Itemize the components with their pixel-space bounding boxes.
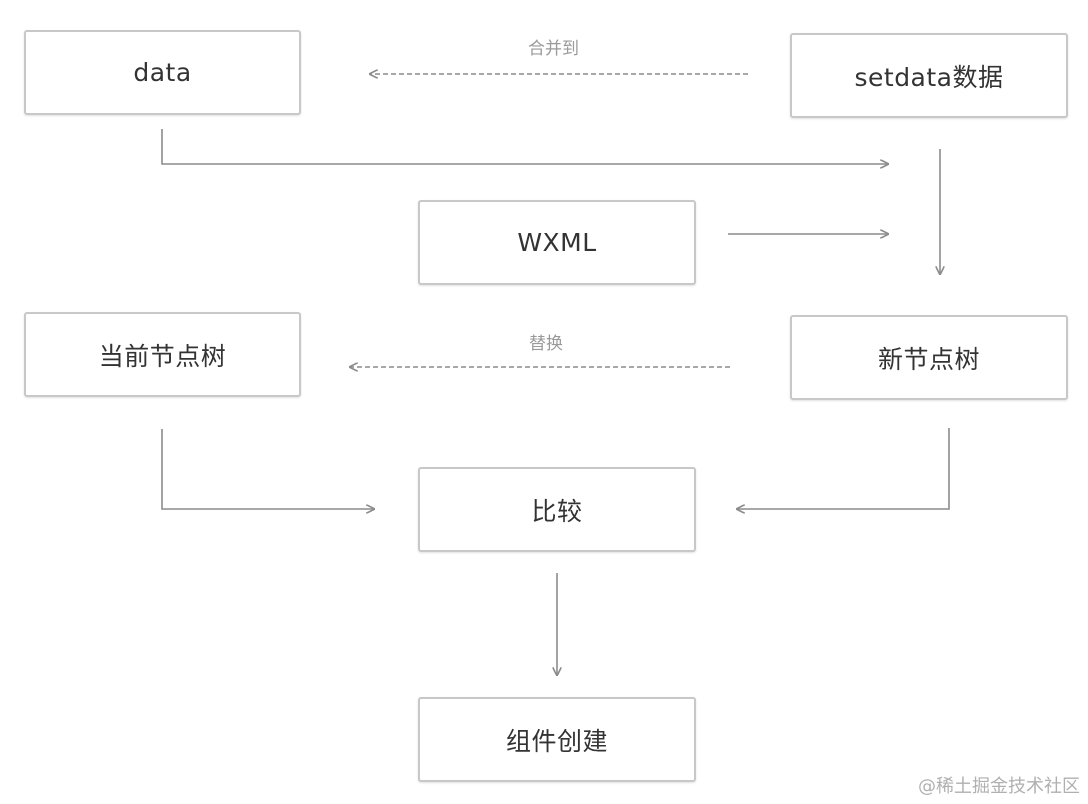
edge-label-merge-into: 合并到 — [528, 39, 579, 59]
node-setdata-label: setdata数据 — [854, 62, 1004, 92]
arrow-current-to-compare — [161, 429, 374, 509]
node-compare-label: 比较 — [531, 496, 583, 526]
node-create-label: 组件创建 — [505, 726, 608, 756]
arrow-data-to-new-tree — [161, 129, 888, 164]
node-wxml: WXML — [418, 200, 696, 285]
node-wxml-label: WXML — [517, 228, 597, 257]
edge-label-replace: 替换 — [529, 334, 563, 354]
node-current-tree: 当前节点树 — [24, 312, 301, 397]
node-compare: 比较 — [418, 467, 696, 552]
watermark: @稀土掘金技术社区 — [918, 776, 1080, 797]
node-create: 组件创建 — [418, 697, 696, 782]
arrow-new-to-compare — [737, 428, 950, 509]
node-new-tree: 新节点树 — [790, 315, 1068, 400]
node-current-tree-label: 当前节点树 — [98, 341, 227, 371]
node-new-tree-label: 新节点树 — [877, 344, 980, 374]
node-data-label: data — [133, 58, 192, 87]
node-setdata: setdata数据 — [790, 33, 1068, 118]
node-data: data — [24, 30, 301, 115]
